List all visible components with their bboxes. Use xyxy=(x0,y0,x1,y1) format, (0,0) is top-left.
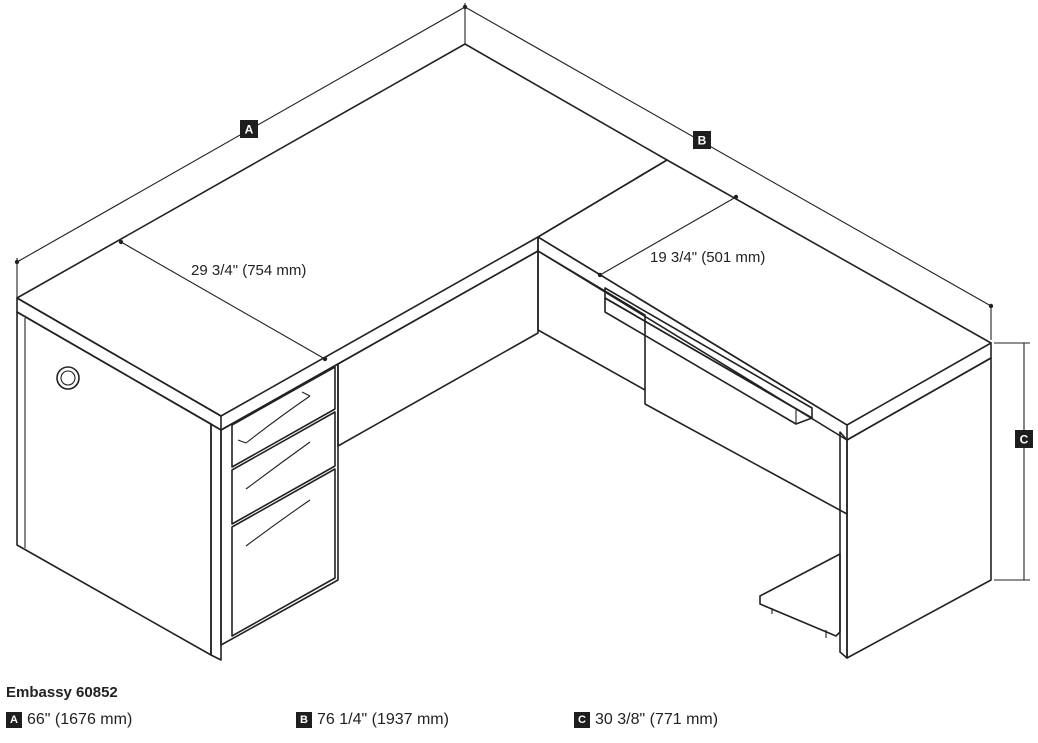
return-top-surface xyxy=(537,159,992,441)
modesty-panel-main xyxy=(337,250,539,447)
badge-c-icon: C xyxy=(574,712,590,728)
dimensions-list: A 66" (1676 mm) B 76 1/4" (1937 mm) C 30… xyxy=(6,711,1032,737)
dimension-a: A 66" (1676 mm) xyxy=(6,711,132,729)
keyboard-tray xyxy=(604,287,813,425)
svg-text:B: B xyxy=(698,134,707,148)
left-end-panel xyxy=(16,311,222,661)
return-modesty-panel xyxy=(537,250,848,515)
right-end-panel xyxy=(839,357,992,659)
badge-c: C xyxy=(1015,430,1033,448)
depth-main-label: 29 3/4" (754 mm) xyxy=(191,262,306,279)
badge-a-icon: A xyxy=(6,712,22,728)
badge-b-icon: B xyxy=(296,712,312,728)
depth-return-marker xyxy=(597,194,739,278)
svg-text:C: C xyxy=(1020,433,1029,447)
pedestal-drawers xyxy=(220,363,339,646)
dimension-a-line xyxy=(14,4,468,300)
desk-top-surface xyxy=(16,43,668,431)
svg-text:A: A xyxy=(245,123,254,137)
dimension-a-value: 66" (1676 mm) xyxy=(27,711,133,728)
depth-return-label: 19 3/4" (501 mm) xyxy=(650,249,765,266)
dimension-c-line xyxy=(994,342,1030,581)
badge-a: A xyxy=(240,120,258,138)
badge-b: B xyxy=(693,131,711,149)
product-name: Embassy 60852 xyxy=(6,684,118,701)
cpu-holder xyxy=(759,553,841,638)
dimension-c: C 30 3/8" (771 mm) xyxy=(574,711,718,729)
product-caption: Embassy 60852 A 66" (1676 mm) B 76 1/4" … xyxy=(6,683,1032,737)
desk-diagram: A B C 29 3/4" (754 mm) xyxy=(14,3,1033,661)
depth-main-marker xyxy=(118,239,328,362)
dimension-b-value: 76 1/4" (1937 mm) xyxy=(317,711,449,728)
dimension-b-line xyxy=(464,3,994,340)
dimension-c-value: 30 3/8" (771 mm) xyxy=(595,711,719,728)
dimension-b: B 76 1/4" (1937 mm) xyxy=(296,711,449,729)
